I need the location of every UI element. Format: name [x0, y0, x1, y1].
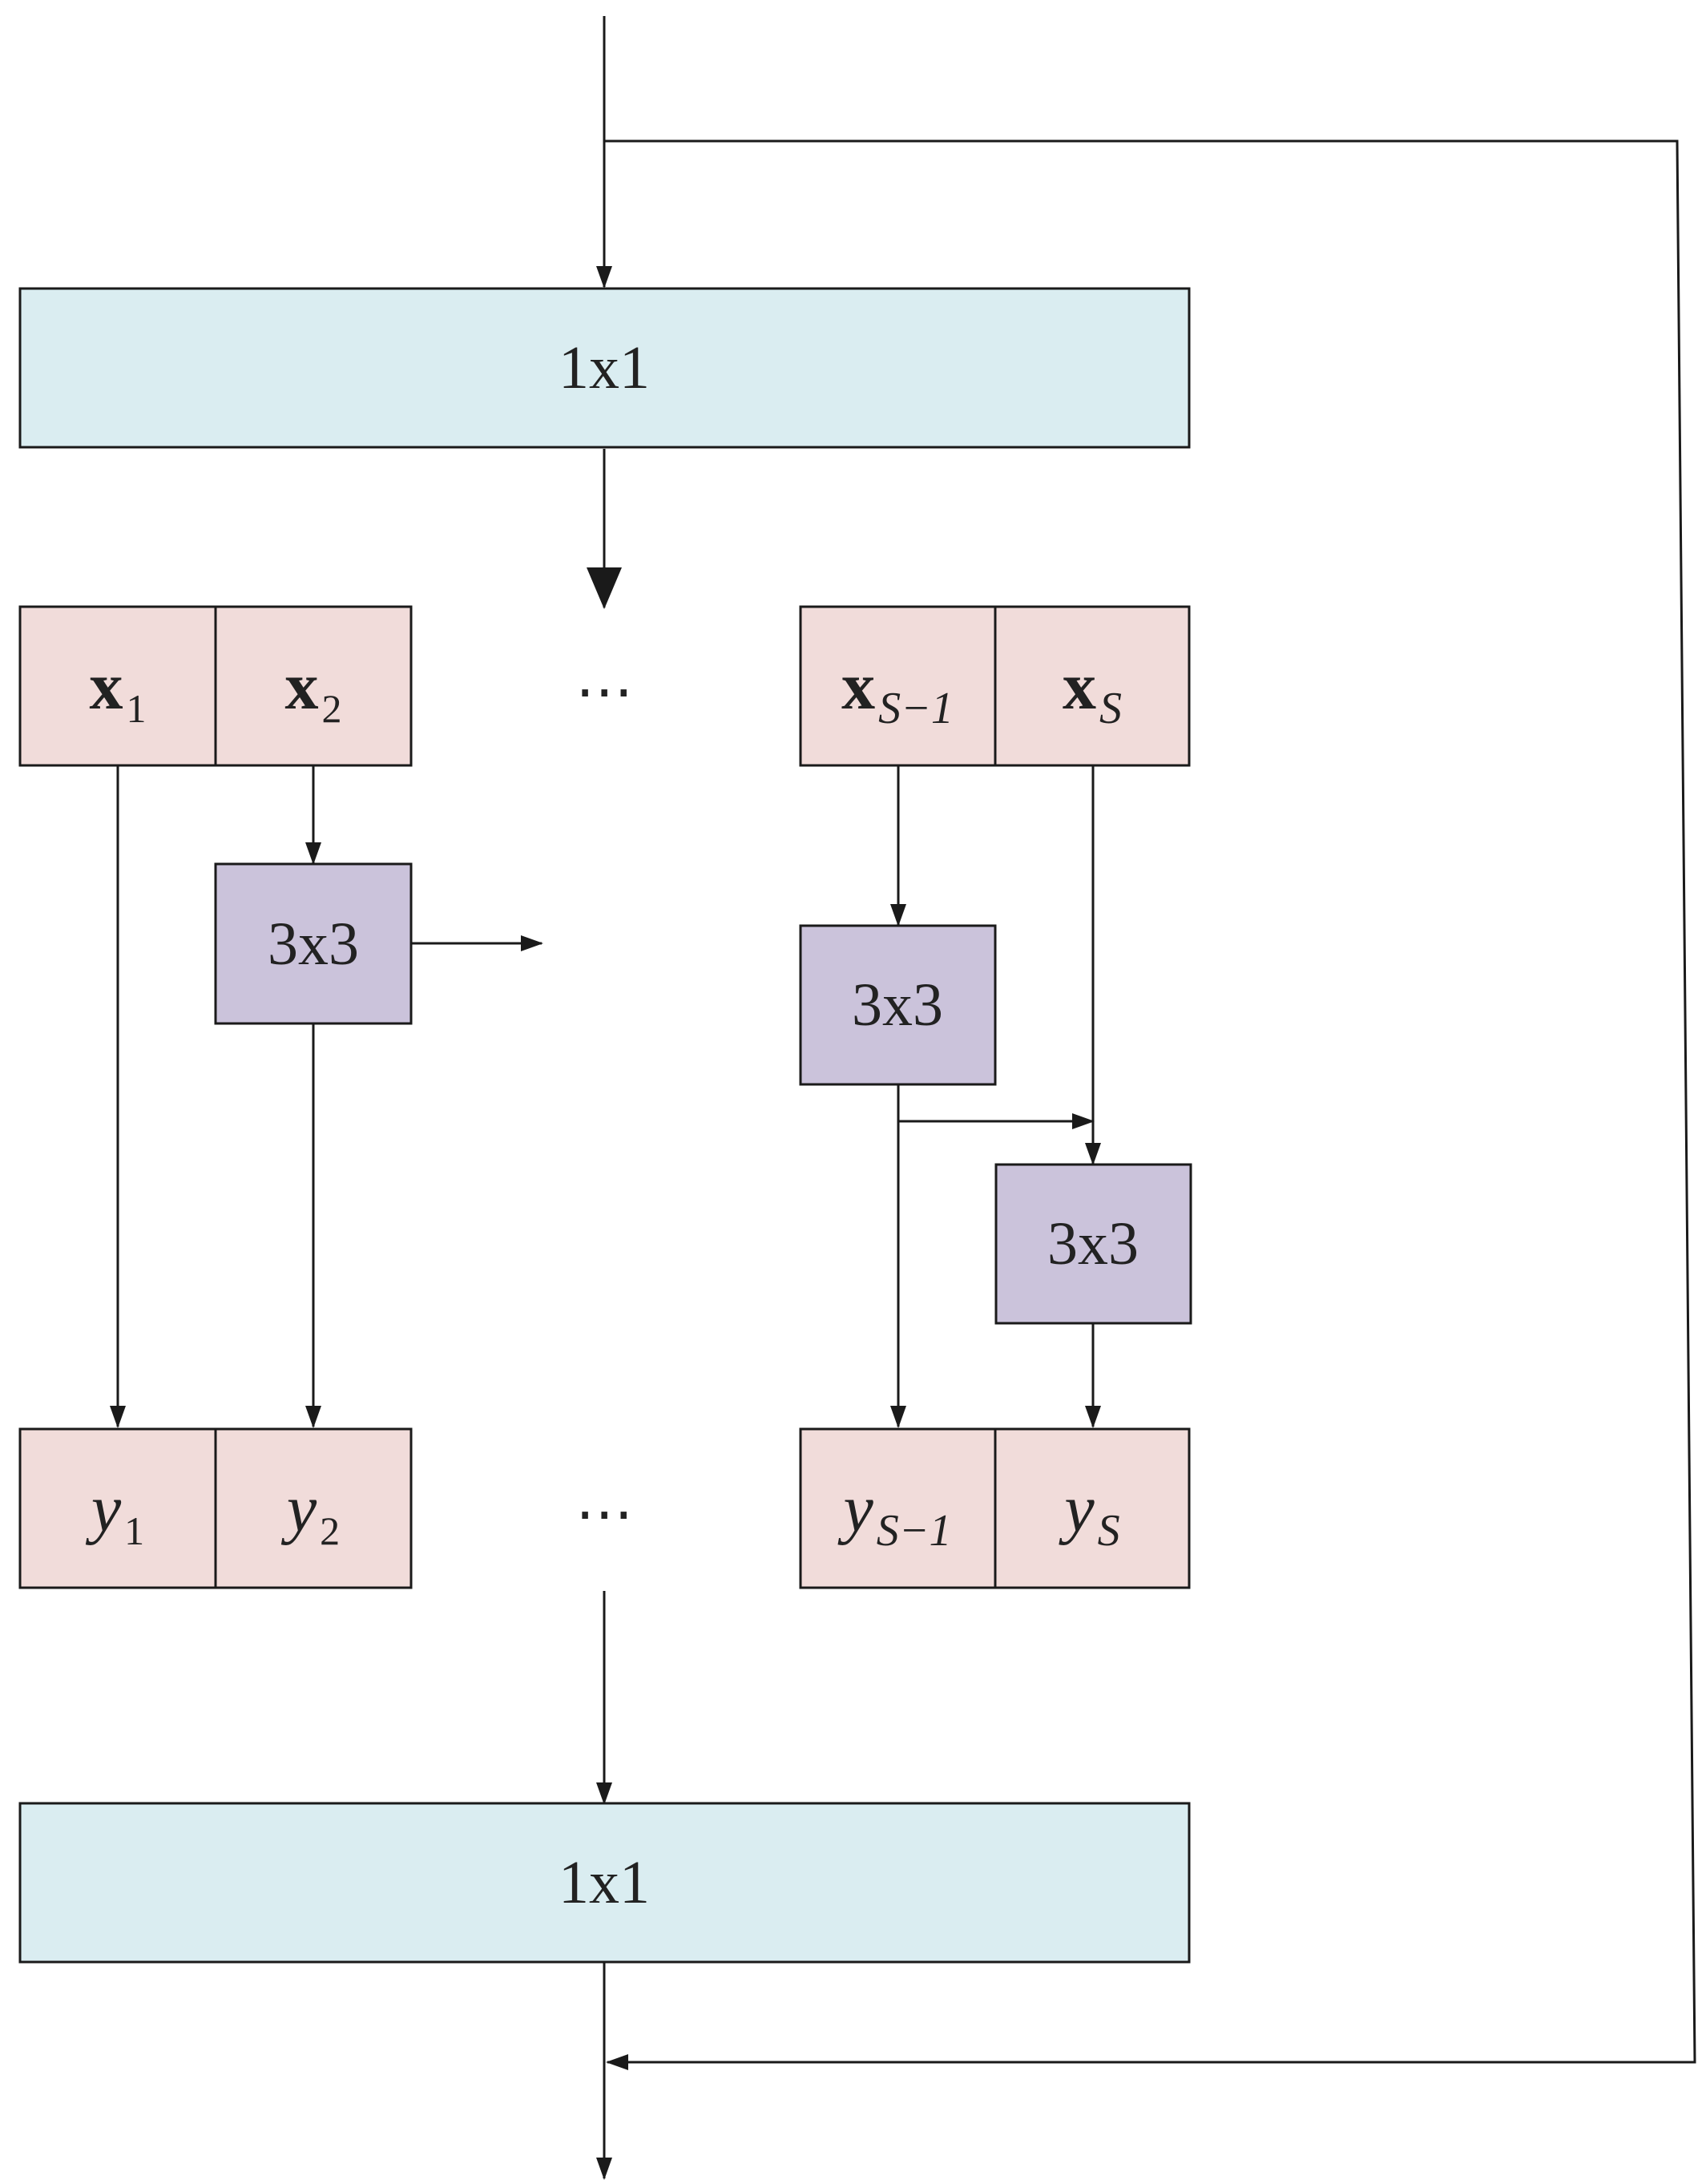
- input-ellipsis: ⋯: [575, 657, 633, 725]
- output-y2-main: y: [280, 1471, 317, 1546]
- conv-1x1-top: 1x1: [18, 287, 1191, 449]
- conv-3x3-group: 3x3 3x3 3x3: [214, 862, 1192, 1325]
- input-label-xs1: xS−1: [841, 649, 954, 734]
- conv-3x3-col2-label: 3x3: [268, 910, 359, 978]
- output-y2-sub: 2: [320, 1508, 340, 1553]
- conv-1x1-top-label: 1x1: [559, 334, 650, 402]
- conv-1x1-bottom: 1x1: [18, 1802, 1191, 1964]
- conv-1x1-bottom-label: 1x1: [559, 1849, 650, 1916]
- input-xs-main: x: [1063, 649, 1096, 724]
- input-cell-xs: [994, 605, 1191, 767]
- output-y1-main: y: [85, 1471, 122, 1546]
- conv-3x3-col-s1-label: 3x3: [852, 971, 943, 1039]
- input-label-xs: xS: [1063, 649, 1122, 734]
- output-y1-sub: 1: [124, 1508, 144, 1553]
- output-label-ys1: yS−1: [837, 1471, 951, 1556]
- input-split-row: x1 x2 xS−1 xS ⋯: [18, 605, 1191, 767]
- output-split-row: y1 y2 yS−1 yS ⋯: [18, 1427, 1191, 1589]
- output-ys1-main: y: [837, 1471, 873, 1546]
- output-ellipsis: ⋯: [575, 1480, 633, 1547]
- output-ys1-sub: S−1: [877, 1506, 952, 1556]
- output-label-ys: yS: [1058, 1471, 1119, 1556]
- output-cell-y1: [18, 1427, 217, 1589]
- conv-3x3-col-s1-box: [799, 924, 997, 1086]
- input-xs-sub: S: [1099, 684, 1122, 733]
- output-label-y2: y2: [280, 1471, 340, 1554]
- input-x1-sub: 1: [127, 686, 147, 731]
- input-xs1-main: x: [841, 649, 875, 724]
- input-x2-main: x: [285, 649, 319, 724]
- connectors: [110, 16, 1696, 2180]
- conv-1x1-bottom-box: [18, 1802, 1191, 1964]
- output-cell-y2: [214, 1427, 413, 1589]
- output-ys-main: y: [1058, 1471, 1095, 1546]
- input-label-x2: x2: [285, 649, 342, 732]
- input-cell-x2: [214, 605, 413, 767]
- conv-3x3-col2-box: [214, 862, 413, 1025]
- conv-3x3-col-s-box: [994, 1163, 1192, 1325]
- output-label-y1: y1: [85, 1471, 144, 1554]
- output-ys-sub: S: [1098, 1506, 1120, 1556]
- conv-3x3-col-s-label: 3x3: [1047, 1210, 1139, 1278]
- output-cell-ys1: [799, 1427, 997, 1589]
- input-x1-main: x: [90, 649, 123, 724]
- input-xs1-sub: S−1: [878, 684, 954, 733]
- conv-1x1-top-box: [18, 287, 1191, 449]
- output-cell-ys: [994, 1427, 1191, 1589]
- skip-connection-line: [604, 139, 1696, 2070]
- input-x2-sub: 2: [322, 686, 342, 731]
- input-label-x1: x1: [90, 649, 147, 732]
